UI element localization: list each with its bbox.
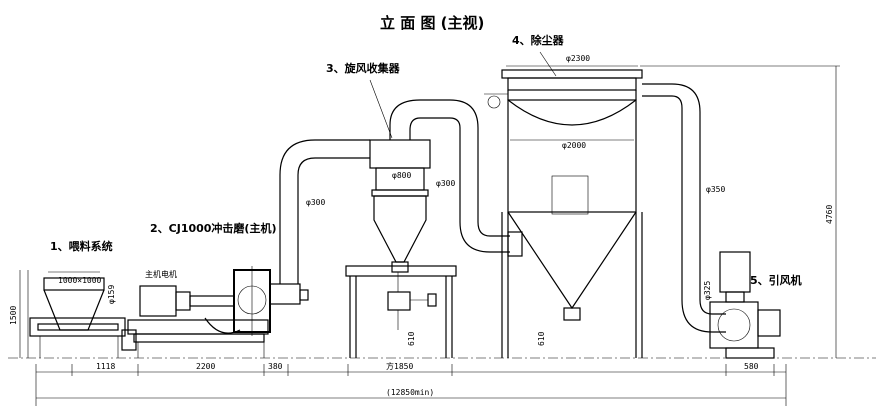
pipe-325: φ325 (703, 281, 712, 300)
feeding-system (27, 270, 137, 358)
len-1118: 1118 (96, 362, 115, 371)
fan-label: 5、引风机 (750, 273, 802, 287)
main-mill-label: 2、CJ1000冲击磨(主机) (150, 221, 277, 235)
main-motor-label: 主机电机 (145, 269, 177, 279)
len-2200: 2200 (196, 362, 215, 371)
height-610-b: 610 (537, 331, 546, 346)
pipe-159: φ159 (107, 285, 116, 304)
total-length: (12850min) (386, 388, 434, 397)
dust-collector (484, 69, 643, 358)
pipe-2300: φ2300 (566, 54, 590, 63)
len-380: 380 (268, 362, 283, 371)
height-1500: 1500 (9, 306, 18, 325)
height-610-a: 610 (407, 331, 416, 346)
len-1850: 方1850 (386, 361, 413, 371)
drawing-title: 立 面 图 (主视) (380, 14, 484, 32)
feeding-system-label: 1、喂料系统 (50, 239, 113, 253)
collector-to-fan-pipe (642, 83, 726, 333)
pipe-300-a: φ300 (306, 198, 325, 207)
len-580: 580 (744, 362, 759, 371)
pipe-300-b: φ300 (436, 179, 455, 188)
cyclone-label: 3、旋风收集器 (326, 61, 401, 75)
pipe-350: φ350 (706, 185, 725, 194)
main-mill (127, 266, 309, 358)
hopper-size: 1000×1000 (58, 276, 102, 285)
dust-collector-label: 4、除尘器 (512, 33, 565, 47)
induced-draft-fan (709, 251, 781, 359)
cyclone (345, 139, 457, 358)
pipe-2000: φ2000 (562, 141, 586, 150)
height-4760: 4760 (825, 205, 834, 224)
mill-to-cyclone-pipe (279, 139, 370, 284)
cyclone-to-collector-pipe (389, 99, 510, 253)
pipe-800: φ800 (392, 171, 411, 180)
